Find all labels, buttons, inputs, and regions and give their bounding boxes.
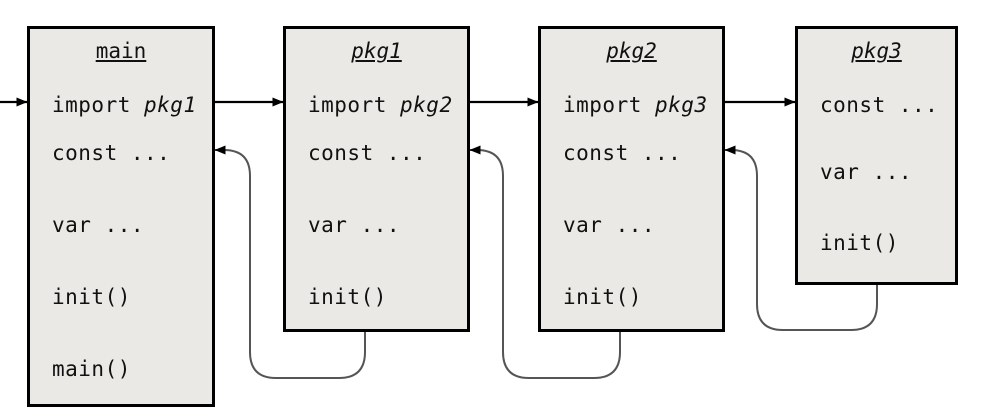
package-box-pkg3[interactable]: pkg3 const ... var ... init() — [795, 26, 958, 285]
statement-argument: pkg1 — [144, 93, 197, 117]
statement-keyword: const ... — [563, 141, 682, 165]
statement-main-0: import pkg1 — [52, 93, 197, 117]
statement-keyword: const ... — [308, 141, 427, 165]
statement-main-2: var ... — [52, 213, 144, 237]
package-name-main: main — [95, 39, 147, 63]
statement-keyword: const ... — [820, 93, 939, 117]
statement-keyword: var ... — [820, 160, 913, 184]
statement-keyword: var ... — [308, 213, 401, 237]
statement-keyword: import — [563, 93, 656, 117]
statement-keyword: import — [52, 93, 145, 117]
statement-pkg2-1: const ... — [563, 141, 681, 165]
statement-pkg2-2: var ... — [563, 213, 655, 237]
statement-pkg2-3: init() — [563, 285, 642, 309]
package-name-pkg3: pkg3 — [851, 39, 902, 63]
statement-pkg1-2: var ... — [308, 213, 400, 237]
statement-keyword: init() — [820, 231, 899, 255]
package-box-pkg2[interactable]: pkg2 import pkg3 const ... var ... init() — [538, 26, 725, 332]
statement-argument: pkg3 — [655, 93, 708, 117]
statement-main-3: init() — [52, 285, 131, 309]
return-arrow-group — [214, 145, 878, 379]
statement-pkg3-2: init() — [820, 231, 899, 255]
package-name-pkg2: pkg2 — [606, 39, 657, 63]
statement-argument: pkg2 — [400, 93, 453, 117]
statement-pkg3-1: var ... — [820, 160, 912, 184]
statement-keyword: var ... — [52, 213, 145, 237]
statement-pkg1-0: import pkg2 — [308, 93, 453, 117]
return-edge-pkg3-returns-to-pkg2 — [724, 145, 878, 331]
statement-keyword: const ... — [52, 141, 171, 165]
statement-pkg2-0: import pkg3 — [563, 93, 708, 117]
statement-keyword: var ... — [563, 213, 656, 237]
package-name-pkg1: pkg1 — [351, 39, 402, 63]
statement-pkg1-3: init() — [308, 285, 387, 309]
package-box-pkg1[interactable]: pkg1 import pkg2 const ... var ... init() — [283, 26, 470, 332]
statement-pkg3-0: const ... — [820, 93, 938, 117]
statement-keyword: main() — [52, 357, 131, 381]
return-edge-pkg1-returns-to-main — [214, 145, 366, 379]
statement-main-1: const ... — [52, 141, 170, 165]
statement-keyword: init() — [308, 285, 387, 309]
statement-pkg1-1: const ... — [308, 141, 426, 165]
statement-keyword: import — [308, 93, 401, 117]
return-edge-pkg2-returns-to-pkg1 — [469, 145, 621, 379]
package-box-main[interactable]: main import pkg1 const ... var ... init() mai… — [27, 26, 215, 407]
statement-main-4: main() — [52, 357, 131, 381]
statement-keyword: init() — [563, 285, 642, 309]
statement-keyword: init() — [52, 285, 131, 309]
